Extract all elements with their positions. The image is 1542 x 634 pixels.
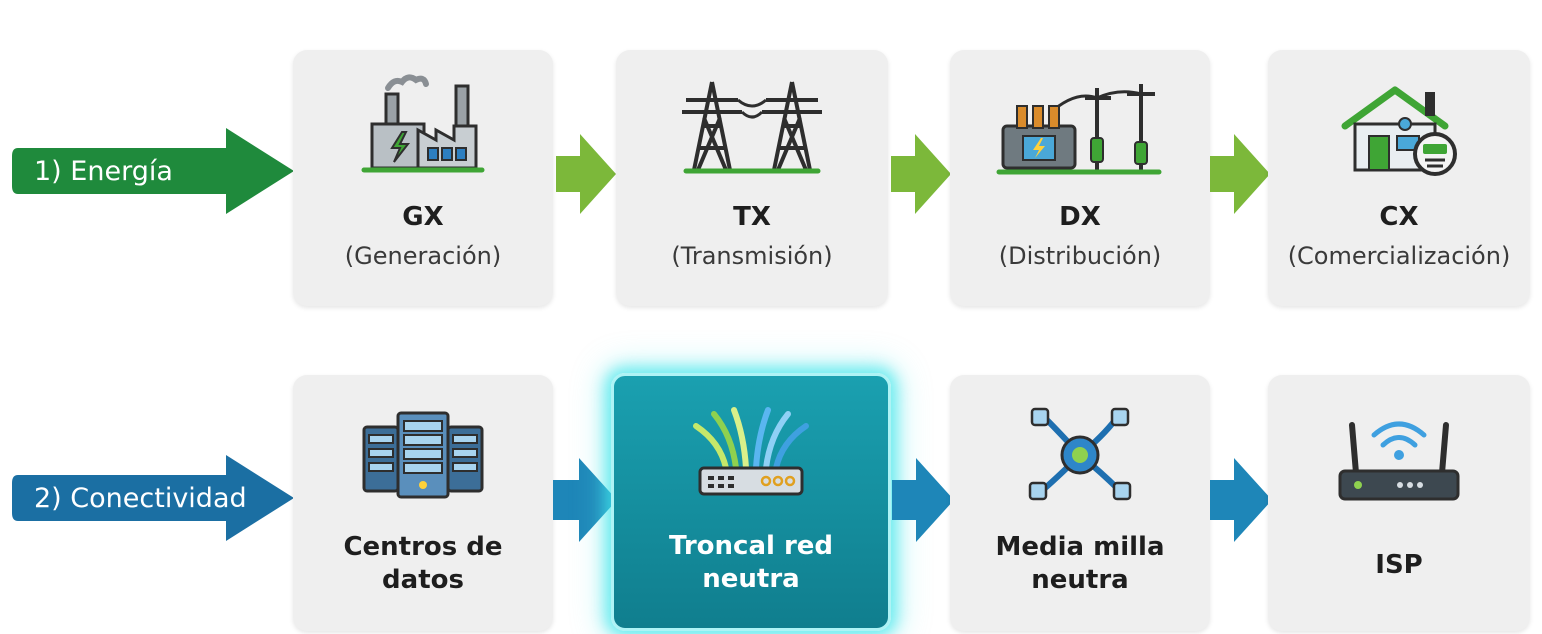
step-name-dx: (Distribución) bbox=[998, 242, 1162, 270]
step-code-dx: DX bbox=[1059, 202, 1101, 232]
network-cables-icon bbox=[1028, 407, 1132, 501]
step-card-media-milla-neutra: Media milla neutra bbox=[950, 375, 1210, 631]
step-line2-centros-de-datos: datos bbox=[382, 565, 464, 595]
step-card-gx: GX (Generación) bbox=[293, 50, 553, 306]
arrow-datos-troncal bbox=[553, 458, 617, 542]
fiber-switch-icon bbox=[693, 407, 809, 496]
arrow-media-isp bbox=[1210, 458, 1272, 542]
distribution-transformer-icon bbox=[996, 84, 1162, 175]
transmission-tower-icon bbox=[682, 81, 822, 174]
arrow-dx-cx bbox=[1210, 134, 1270, 214]
step-line1-isp: ISP bbox=[1375, 550, 1423, 580]
arrow-troncal-media bbox=[892, 458, 954, 542]
step-label-media-milla-neutra: Media milla neutra bbox=[950, 531, 1210, 597]
step-card-dx: DX (Distribución) bbox=[950, 50, 1210, 306]
step-label-centros-de-datos: Centros de datos bbox=[293, 531, 553, 597]
step-name-cx: (Comercialización) bbox=[1287, 242, 1511, 270]
step-line1-centros-de-datos: Centros de bbox=[343, 532, 503, 562]
data-center-icon bbox=[362, 411, 484, 499]
step-line1-troncal-red-neutra: Troncal red bbox=[668, 531, 834, 561]
conectividad-arrow-shape bbox=[12, 455, 294, 541]
step-code-tx: TX bbox=[733, 202, 771, 232]
step-card-centros-de-datos: Centros de datos bbox=[293, 375, 553, 631]
step-code-cx: CX bbox=[1379, 202, 1419, 232]
step-name-tx: (Transmisión) bbox=[671, 242, 833, 270]
energia-arrow-shape bbox=[12, 128, 294, 214]
arrow-gx-tx bbox=[556, 134, 616, 214]
row-label-energia-text: 1) Energía bbox=[34, 155, 173, 187]
arrow-tx-dx bbox=[891, 134, 951, 214]
step-card-isp: ISP bbox=[1268, 375, 1530, 631]
power-plant-icon bbox=[361, 74, 485, 173]
step-line1-media-milla-neutra: Media milla bbox=[995, 532, 1165, 562]
step-code-gx: GX bbox=[402, 202, 444, 232]
row-label-conectividad: 2) Conectividad bbox=[12, 455, 294, 541]
house-meter-icon bbox=[1341, 86, 1457, 176]
step-card-cx: CX (Comercialización) bbox=[1268, 50, 1530, 306]
row-label-energia: 1) Energía bbox=[12, 128, 294, 214]
step-card-tx: TX (Transmisión) bbox=[616, 50, 888, 306]
step-label-isp: ISP bbox=[1268, 549, 1530, 582]
step-label-troncal-red-neutra: Troncal red neutra bbox=[614, 530, 888, 596]
step-line2-troncal-red-neutra: neutra bbox=[702, 564, 800, 594]
step-line2-media-milla-neutra: neutra bbox=[1031, 565, 1129, 595]
row-label-conectividad-text: 2) Conectividad bbox=[34, 482, 247, 514]
wifi-router-icon bbox=[1338, 421, 1460, 501]
step-card-troncal-red-neutra: Troncal red neutra bbox=[611, 373, 891, 631]
step-name-gx: (Generación) bbox=[344, 242, 502, 270]
